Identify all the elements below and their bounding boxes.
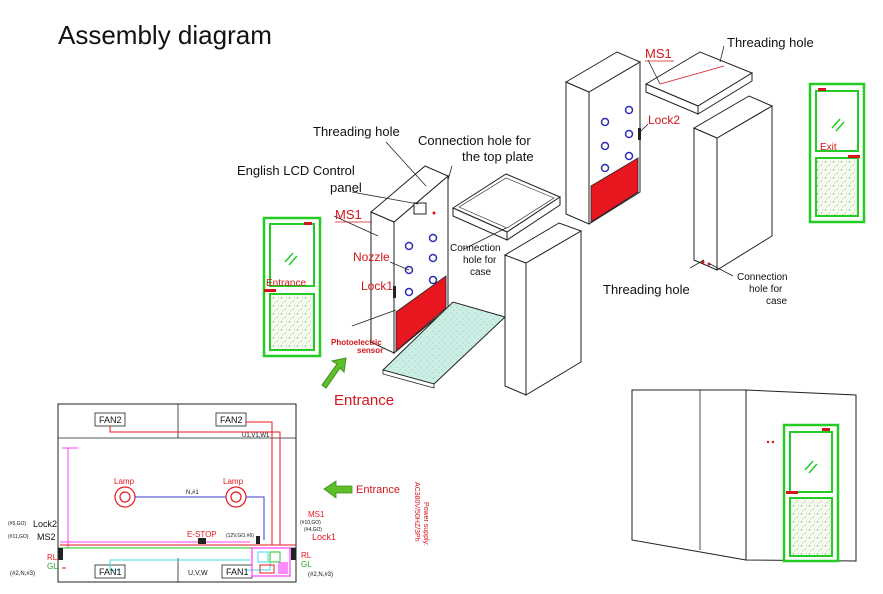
conn-case-right-line1: Connection [737,272,788,283]
top-plate-middle [451,173,562,241]
threading-hole-low-label: Threading hole [603,282,690,297]
right-n3-label: (#2,N,#3) [308,572,333,578]
lcd-label-line1: English LCD Control [237,163,355,178]
conn-case-mid-line2: hole for [463,255,497,266]
wiring-entrance-arrow-icon [323,480,353,499]
left-ms2-label: MS2 [37,532,56,542]
uvw-top-label: U1,V1,W1 [242,433,270,439]
callout-lines [333,45,734,327]
exit-door-label: Exit [820,142,837,153]
left-rl-label: RL [47,553,58,562]
fan1-left-label: FAN1 [99,567,122,577]
fan1-right-label: FAN1 [226,567,249,577]
middle-case [503,222,583,396]
power-supply-label-group: Power supply: AC380V/50HZ/3Ph [413,482,429,546]
conn-case-right-line3: case [766,296,788,307]
left-go11-label: (#11,GO) [8,534,29,540]
power-supply-line2: AC380V/50HZ/3Ph [413,482,420,542]
entrance-arrow-label: Entrance [334,392,394,409]
exit-door: Exit [808,82,866,224]
threading-hole-callout-1: Threading hole [313,124,400,139]
threading-hole-top-label: Threading hole [727,35,814,50]
fan2-right-label: FAN2 [220,415,243,425]
connection-hole-top-line1: Connection hole for [418,133,531,148]
left-go5-label: (#5,GO) [8,521,26,527]
ms1-right-label: MS1 [645,46,672,61]
lock2-label: Lock2 [648,113,680,127]
left-lock2-label: Lock2 [33,519,57,529]
lock1-label: Lock1 [361,279,393,293]
conn-case-mid-line3: case [470,267,492,278]
nozzle-label: Nozzle [353,250,390,264]
lamp-right-label: Lamp [223,477,244,486]
main-unit [370,165,449,355]
entrance-door: Entrance [262,216,322,358]
n1-label: N,#1 [186,490,199,496]
left-gl-label: GL [47,562,58,571]
estop-label: E-STOP [187,530,217,539]
v12-label: (12V,GO,#6) [226,533,254,539]
page-title: Assembly diagram [58,20,272,50]
left-n3-label: (#2,N,#3) [10,571,35,577]
power-supply-line1: Power supply: [422,502,429,546]
conn-case-right-line2: hole for [749,284,783,295]
right-go4-label: (#4,GO) [304,527,322,533]
lcd-label-line2: panel [330,180,362,195]
right-go10-label: (#10,GO) [300,520,321,526]
entrance-arrow-icon [321,357,347,389]
lamp-left-label: Lamp [114,477,135,486]
entrance-door-label: Entrance [266,278,306,289]
photoelectric-line2: sensor [357,346,383,355]
right-gl-label: GL [301,560,312,569]
wiring-diagram: FAN2 FAN2 FAN1 FAN1 U1,V1,W1 U,V,W Lamp … [8,403,429,583]
uvw-bottom-label: U,V,W [188,570,208,577]
right-lock1-label: Lock1 [312,532,336,542]
right-case [692,95,774,271]
right-ms1-label: MS1 [308,510,325,519]
connection-hole-top-line2: the top plate [462,149,534,164]
right-rl-label: RL [301,551,312,560]
ms1-left-label: MS1 [335,207,362,222]
fan2-left-label: FAN2 [99,415,122,425]
photoelectric-line1: Photoelectric [331,338,382,347]
upper-right-unit [564,51,642,225]
top-plate-right [644,51,754,115]
assembled-unit [631,389,857,563]
wiring-entrance-label: Entrance [356,484,400,496]
conn-case-mid-line1: Connection [450,243,501,254]
